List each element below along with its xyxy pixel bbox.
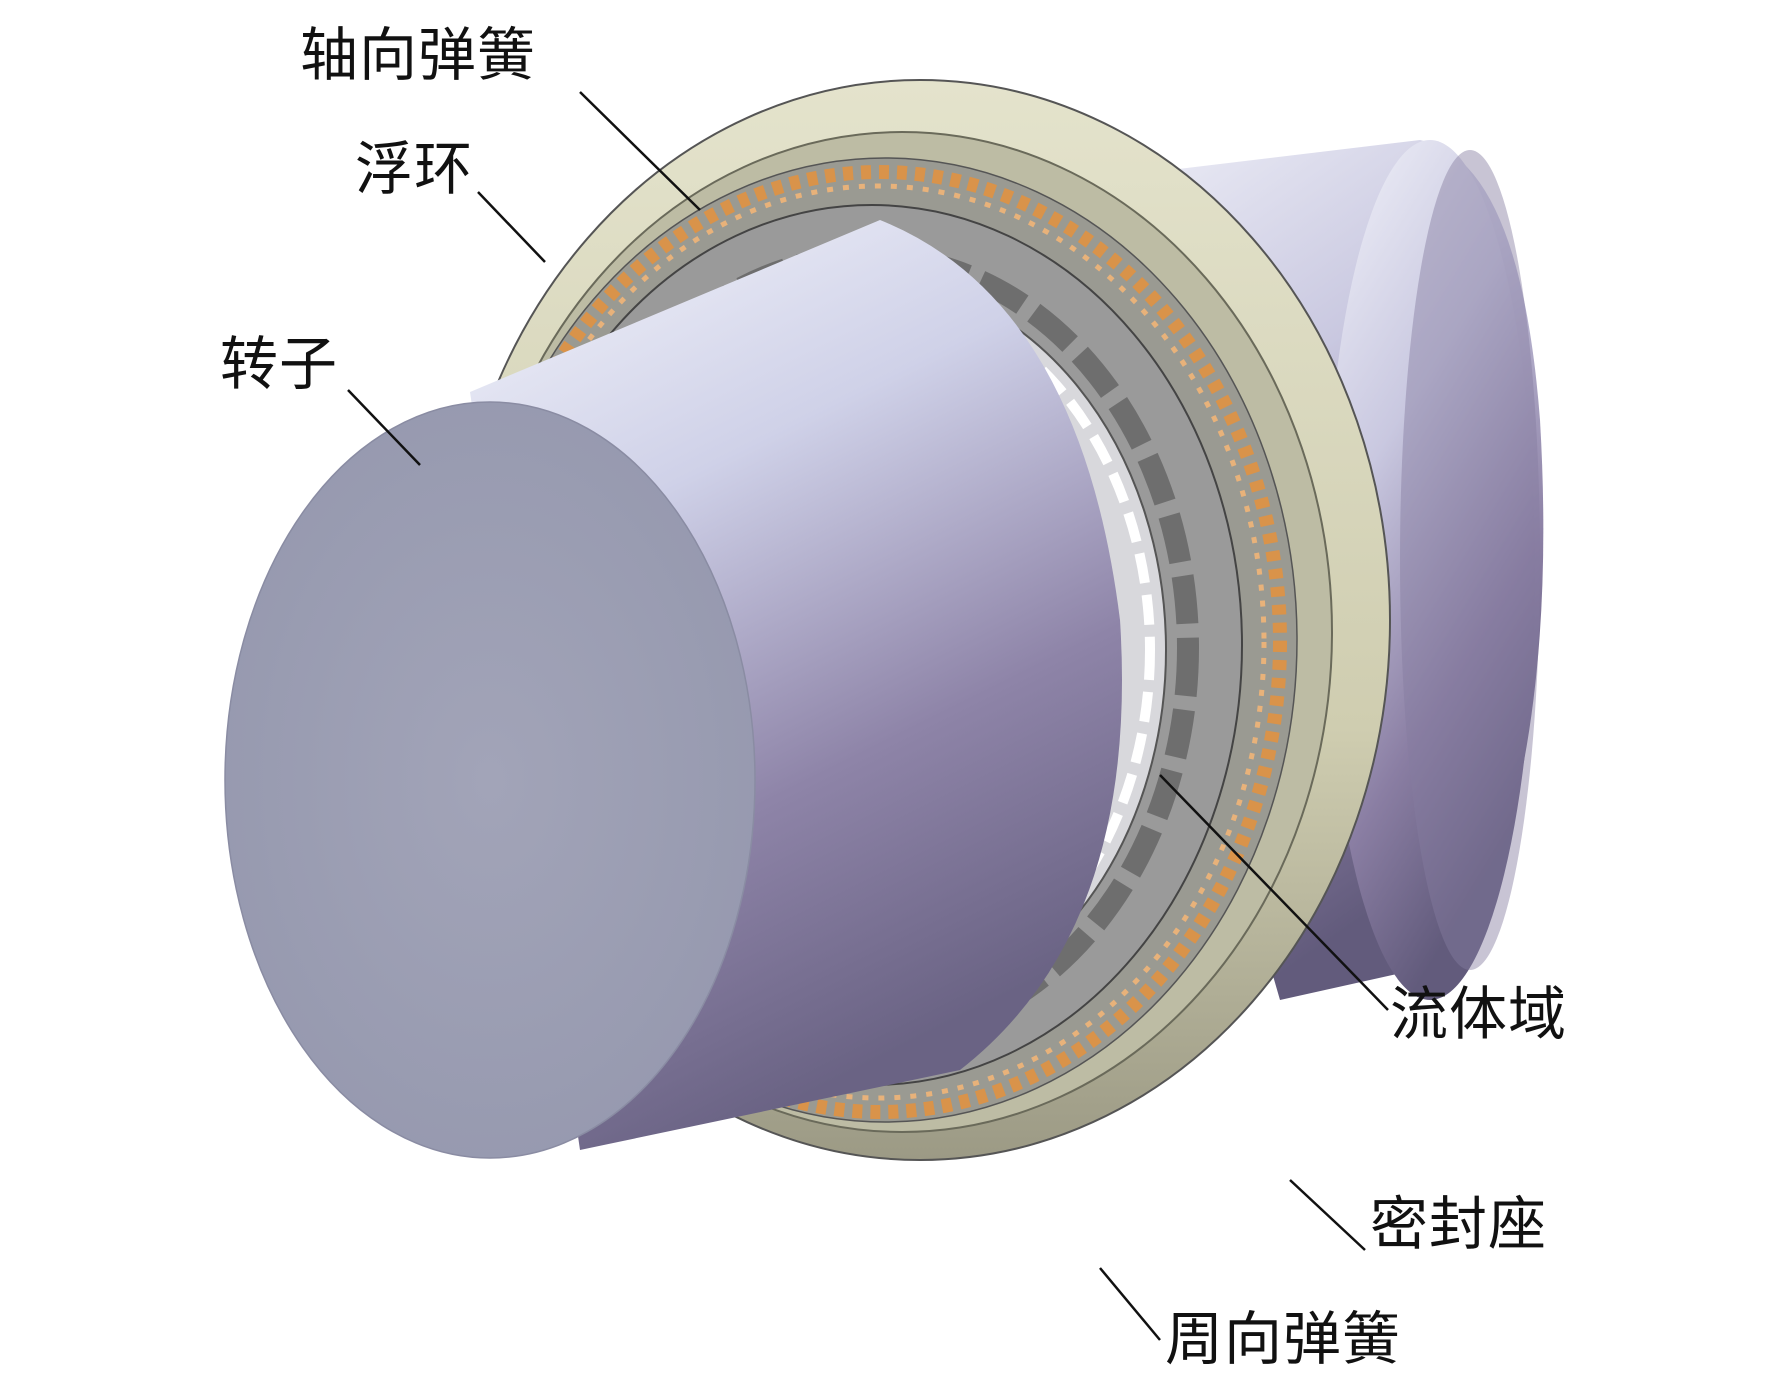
label-circumferential-spring: 周向弹簧 <box>1165 1305 1402 1373</box>
leader-axial-spring <box>579 91 701 211</box>
label-floating-ring: 浮环 <box>355 135 474 203</box>
leader-seal-seat <box>1289 1179 1366 1251</box>
leader-fluid-domain <box>1159 774 1389 1011</box>
label-fluid-domain: 流体域 <box>1390 980 1568 1048</box>
rotor <box>224 220 1122 1159</box>
leader-circumferential-spring <box>1099 1267 1161 1341</box>
leader-rotor <box>347 389 421 466</box>
label-axial-spring: 轴向弹簧 <box>300 21 537 89</box>
label-seal-seat: 密封座 <box>1370 1190 1548 1258</box>
leader-floating-ring <box>477 191 546 263</box>
leader-lines <box>347 91 1389 1341</box>
label-rotor: 转子 <box>220 330 339 398</box>
